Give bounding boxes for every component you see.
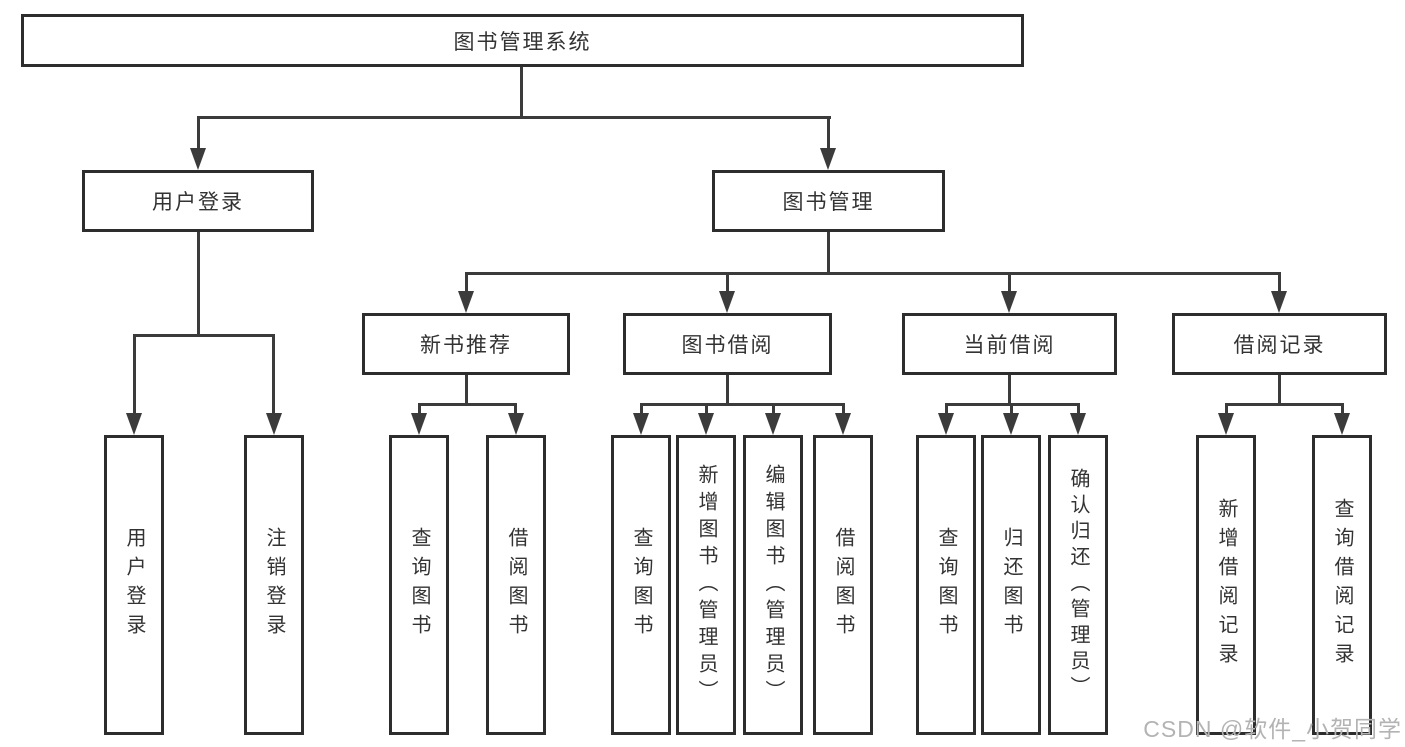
connector-line bbox=[418, 403, 421, 415]
leaf-add-book-admin: 新增图书（管理员） bbox=[676, 435, 736, 735]
connector-line bbox=[1278, 272, 1281, 294]
arrow-down-icon bbox=[411, 413, 427, 435]
node-label: 归还图书 bbox=[1000, 527, 1022, 643]
connector-line bbox=[1225, 403, 1228, 415]
arrow-down-icon bbox=[765, 413, 781, 435]
node-label: 用户登录 bbox=[123, 527, 145, 643]
node-borrow-records: 借阅记录 bbox=[1172, 313, 1387, 375]
connector-line bbox=[827, 116, 830, 152]
leaf-borrow-books-recommend: 借阅图书 bbox=[486, 435, 546, 735]
connector-line bbox=[1077, 403, 1080, 415]
leaf-return-books: 归还图书 bbox=[981, 435, 1041, 735]
node-label: 查询图书 bbox=[630, 527, 652, 643]
node-new-book-recommend: 新书推荐 bbox=[362, 313, 570, 375]
leaf-user-login: 用户登录 bbox=[104, 435, 164, 735]
arrow-down-icon bbox=[1001, 291, 1017, 313]
node-label: 用户登录 bbox=[152, 191, 244, 214]
csdn-watermark: CSDN @软件_小贺同学 bbox=[1143, 716, 1402, 742]
connector-line bbox=[1008, 375, 1011, 406]
connector-line bbox=[1008, 272, 1011, 294]
leaf-query-books-current: 查询图书 bbox=[916, 435, 976, 735]
leaf-query-books-recommend: 查询图书 bbox=[389, 435, 449, 735]
connector-line bbox=[514, 403, 517, 415]
connector-line bbox=[1010, 403, 1013, 415]
connector-line bbox=[640, 403, 845, 406]
node-label: 新书推荐 bbox=[420, 334, 512, 357]
connector-line bbox=[197, 116, 200, 152]
connector-line bbox=[842, 403, 845, 415]
connector-line bbox=[520, 67, 523, 118]
node-label: 新增借阅记录 bbox=[1215, 498, 1237, 672]
connector-line bbox=[640, 403, 643, 415]
node-label: 新增图书（管理员） bbox=[695, 463, 717, 707]
node-label: 注销登录 bbox=[263, 527, 285, 643]
arrow-down-icon bbox=[820, 148, 836, 170]
connector-line bbox=[272, 334, 275, 415]
node-library-system: 图书管理系统 bbox=[21, 14, 1024, 67]
leaf-add-borrow-record: 新增借阅记录 bbox=[1196, 435, 1256, 735]
connector-line bbox=[772, 403, 775, 415]
connector-line bbox=[133, 334, 136, 415]
arrow-down-icon bbox=[508, 413, 524, 435]
connector-line bbox=[1278, 375, 1281, 406]
node-label: 确认归还（管理员） bbox=[1067, 468, 1089, 702]
connector-line bbox=[134, 334, 275, 337]
arrow-down-icon bbox=[633, 413, 649, 435]
node-label: 借阅图书 bbox=[832, 527, 854, 643]
connector-line bbox=[418, 403, 517, 406]
node-label: 图书管理 bbox=[782, 191, 875, 214]
arrow-down-icon bbox=[1003, 413, 1019, 435]
arrow-down-icon bbox=[1218, 413, 1234, 435]
connector-line bbox=[726, 272, 729, 294]
node-book-borrow: 图书借阅 bbox=[623, 313, 832, 375]
arrow-down-icon bbox=[458, 291, 474, 313]
node-label: 查询借阅记录 bbox=[1331, 498, 1353, 672]
connector-line bbox=[465, 272, 468, 294]
connector-line bbox=[1341, 403, 1344, 415]
node-label: 当前借阅 bbox=[963, 334, 1056, 357]
node-label: 查询图书 bbox=[935, 527, 957, 643]
connector-line bbox=[705, 403, 708, 415]
node-label: 借阅记录 bbox=[1233, 334, 1326, 357]
connector-line bbox=[945, 403, 948, 415]
connector-line bbox=[197, 232, 200, 337]
connector-line bbox=[465, 272, 1281, 275]
arrow-down-icon bbox=[266, 413, 282, 435]
leaf-borrow-books-borrow: 借阅图书 bbox=[813, 435, 873, 735]
leaf-query-borrow-record: 查询借阅记录 bbox=[1312, 435, 1372, 735]
connector-line bbox=[827, 232, 830, 274]
connector-line bbox=[726, 375, 729, 406]
node-label: 查询图书 bbox=[408, 527, 430, 643]
node-label: 借阅图书 bbox=[505, 527, 527, 643]
leaf-edit-book-admin: 编辑图书（管理员） bbox=[743, 435, 803, 735]
node-user-login: 用户登录 bbox=[82, 170, 314, 232]
connector-line bbox=[1225, 403, 1344, 406]
node-label: 图书借阅 bbox=[681, 334, 774, 357]
leaf-confirm-return-admin: 确认归还（管理员） bbox=[1048, 435, 1108, 735]
arrow-down-icon bbox=[835, 413, 851, 435]
leaf-query-books-borrow: 查询图书 bbox=[611, 435, 671, 735]
node-label: 编辑图书（管理员） bbox=[762, 463, 784, 707]
arrow-down-icon bbox=[1334, 413, 1350, 435]
arrow-down-icon bbox=[938, 413, 954, 435]
arrow-down-icon bbox=[126, 413, 142, 435]
arrow-down-icon bbox=[719, 291, 735, 313]
arrow-down-icon bbox=[1070, 413, 1086, 435]
node-book-management: 图书管理 bbox=[712, 170, 945, 232]
node-label: 图书管理系统 bbox=[453, 30, 592, 54]
connector-line bbox=[197, 116, 831, 119]
node-current-borrow: 当前借阅 bbox=[902, 313, 1117, 375]
leaf-logout: 注销登录 bbox=[244, 435, 304, 735]
arrow-down-icon bbox=[190, 148, 206, 170]
connector-line bbox=[465, 375, 468, 406]
arrow-down-icon bbox=[698, 413, 714, 435]
arrow-down-icon bbox=[1271, 291, 1287, 313]
